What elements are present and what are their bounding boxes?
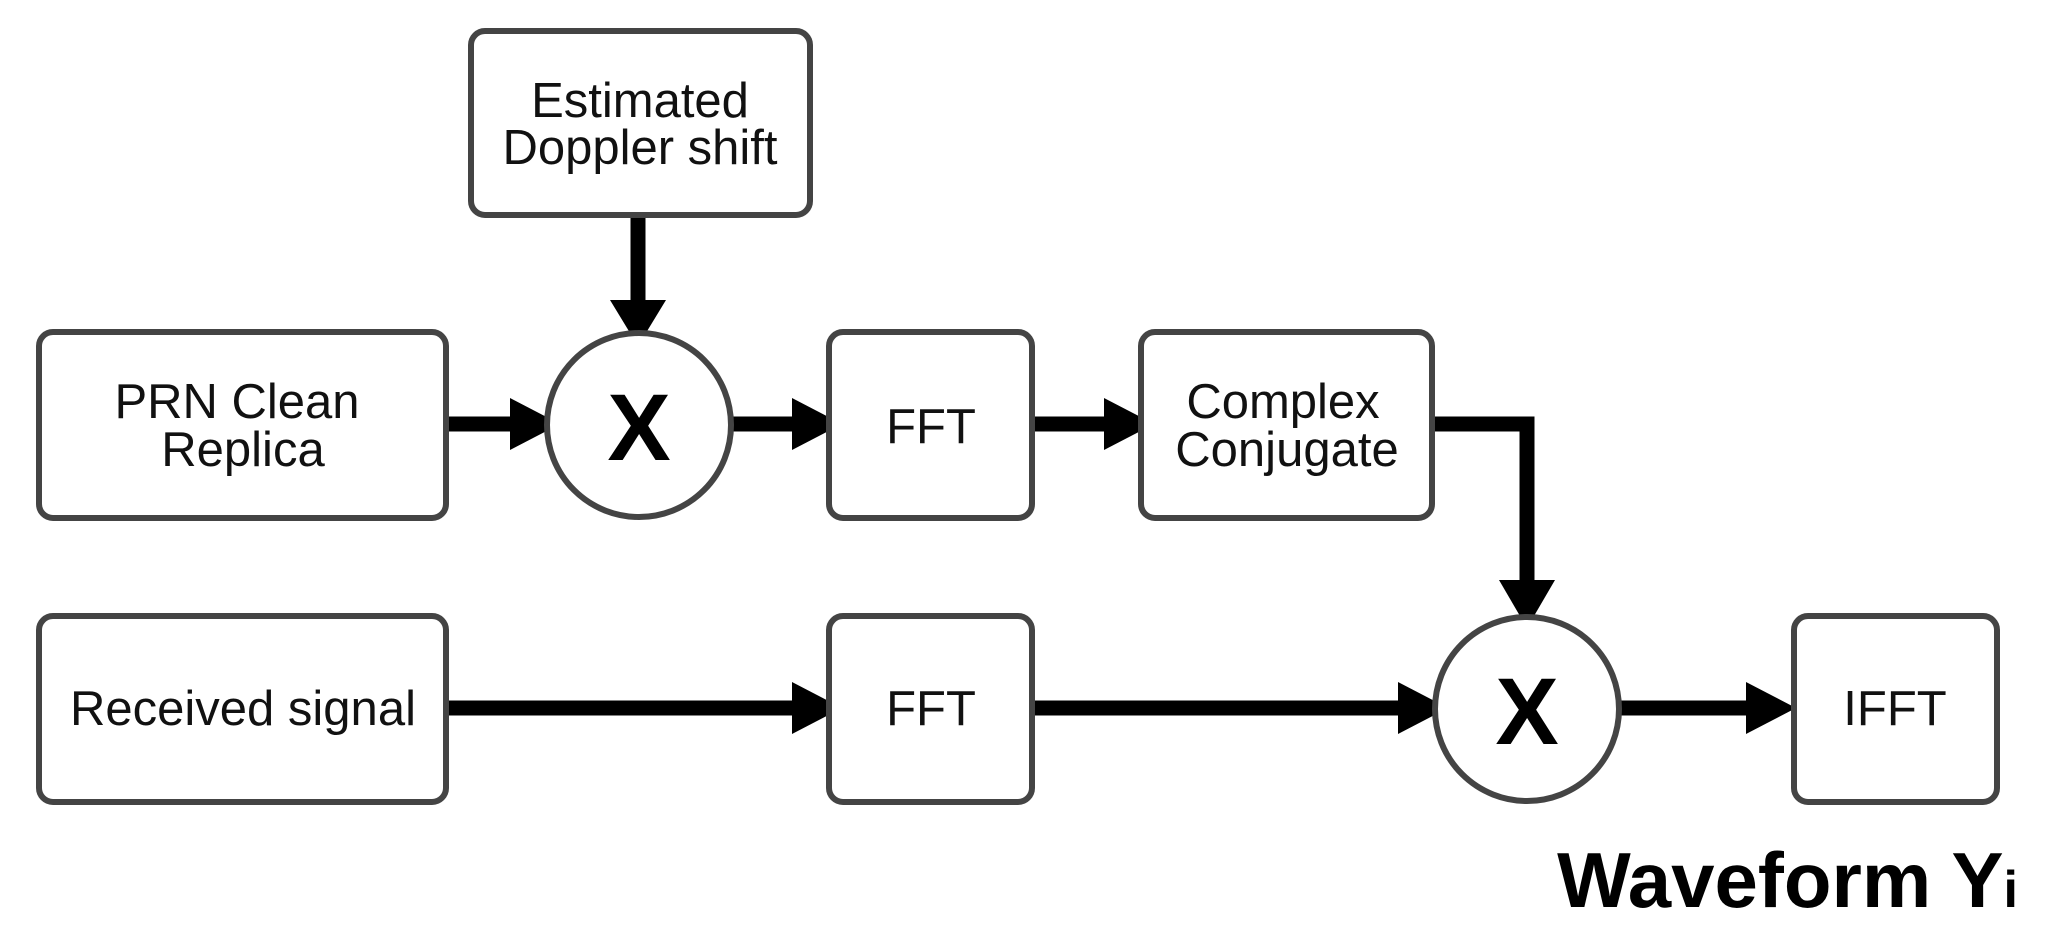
arrowhead-received-to-fft-bottom bbox=[792, 682, 842, 734]
node-prn-replica: PRN Clean Replica bbox=[36, 329, 449, 521]
node-doppler-shift: Estimated Doppler shift bbox=[468, 28, 813, 218]
edge-conjugate-to-mixer bbox=[1432, 416, 1535, 582]
prn-line2: Replica bbox=[161, 423, 325, 477]
arrowhead-mixer-to-fft-top bbox=[792, 398, 842, 450]
prn-line1: PRN Clean bbox=[114, 375, 359, 429]
arrowhead-mixer-to-ifft bbox=[1746, 682, 1796, 734]
arrowhead-conjugate-to-mixer bbox=[1499, 580, 1555, 628]
node-mixer-top: X bbox=[544, 330, 734, 520]
doppler-line1: Estimated bbox=[531, 74, 749, 128]
node-mixer-bottom: X bbox=[1432, 614, 1622, 804]
arrowhead-fft-bottom-to-mixer bbox=[1398, 682, 1448, 734]
conjugate-line2: Conjugate bbox=[1175, 423, 1398, 477]
mixer-bottom-symbol: X bbox=[1495, 659, 1558, 765]
output-waveform-label: Waveform Yi bbox=[1557, 836, 2018, 924]
arrowhead-doppler-to-mixer bbox=[610, 300, 666, 346]
node-fft-top: FFT bbox=[826, 329, 1035, 521]
received-label: Received signal bbox=[70, 682, 416, 736]
output-main-text: Waveform Y bbox=[1557, 836, 2003, 924]
edges bbox=[446, 215, 1796, 734]
arrowhead-prn-to-mixer bbox=[510, 398, 560, 450]
ifft-label: IFFT bbox=[1843, 682, 1946, 736]
node-received-signal: Received signal bbox=[36, 613, 449, 805]
conjugate-line1: Complex bbox=[1186, 375, 1379, 429]
doppler-line2: Doppler shift bbox=[502, 121, 777, 175]
output-subscript: i bbox=[2004, 861, 2018, 919]
arrowhead-fft-top-to-conjugate bbox=[1104, 398, 1154, 450]
node-fft-bottom: FFT bbox=[826, 613, 1035, 805]
fft-bottom-label: FFT bbox=[886, 682, 976, 736]
node-complex-conjugate: Complex Conjugate bbox=[1138, 329, 1435, 521]
node-ifft: IFFT bbox=[1791, 613, 2000, 805]
mixer-top-symbol: X bbox=[607, 375, 670, 481]
fft-top-label: FFT bbox=[886, 400, 976, 454]
